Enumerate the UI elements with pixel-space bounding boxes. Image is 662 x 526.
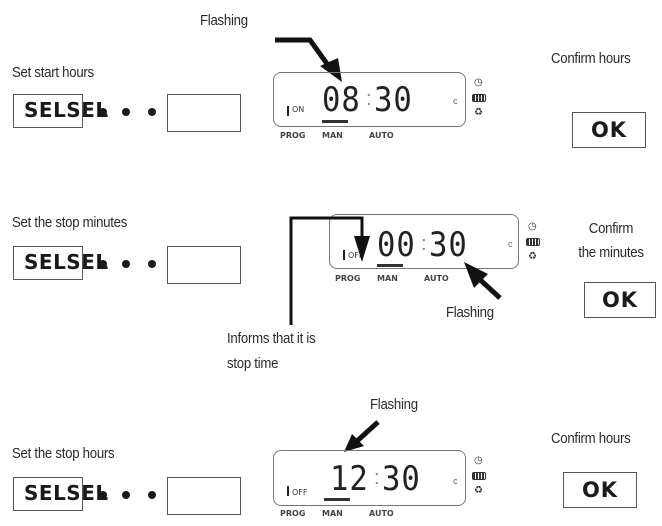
c-icon: c: [453, 96, 458, 106]
ok-button[interactable]: OK: [563, 472, 637, 508]
sel-button[interactable]: [13, 94, 83, 128]
sel-button-label: SELSEL: [24, 481, 109, 505]
lcd-hours: 00: [377, 225, 416, 265]
battery-icon: [472, 472, 486, 480]
mode-auto: AUTO: [369, 131, 394, 140]
clock-icon: ◷: [474, 77, 483, 88]
state-label: ON: [292, 105, 305, 114]
instruction-label: Set the stop minutes: [12, 214, 128, 231]
mode-man: MAN: [377, 274, 398, 283]
dot-icon: [99, 108, 107, 116]
lcd-display: [273, 450, 466, 506]
mode-man: MAN: [322, 131, 343, 140]
mode-auto: AUTO: [369, 509, 394, 518]
selection-underline: [324, 498, 350, 501]
bell-icon: ♻: [474, 107, 483, 118]
mode-prog: PROG: [280, 509, 306, 518]
sel-button-label: SELSEL: [24, 98, 109, 122]
lcd-colon: :: [374, 467, 380, 489]
mode-man: MAN: [322, 509, 343, 518]
bell-icon: ♻: [474, 485, 483, 496]
instruction-label: Set the stop hours: [12, 445, 115, 462]
c-icon: c: [453, 476, 458, 486]
state-indicator: [343, 250, 345, 260]
dot-icon: [122, 108, 130, 116]
confirm-label-line-2: the minutes: [578, 244, 644, 261]
state-indicator: [287, 106, 289, 116]
lcd-minutes: 30: [429, 225, 468, 265]
lcd-minutes: 30: [382, 459, 421, 499]
note-line-2: stop time: [227, 355, 279, 372]
lcd-colon: :: [421, 233, 427, 255]
lcd-minutes: 30: [374, 80, 413, 120]
flashing-annotation: Flashing: [200, 12, 248, 29]
dot-icon: [122, 491, 130, 499]
flashing-annotation: Flashing: [446, 304, 494, 321]
lcd-hours: 12: [330, 459, 369, 499]
state-label: OFF: [348, 251, 364, 260]
bell-icon: ♻: [528, 251, 537, 262]
sel-button[interactable]: [13, 477, 83, 511]
dot-icon: [99, 491, 107, 499]
lcd-hours: 08: [322, 80, 361, 120]
confirm-label: Confirm hours: [551, 50, 631, 67]
mode-auto: AUTO: [424, 274, 449, 283]
empty-button[interactable]: [167, 246, 241, 284]
c-icon: c: [508, 239, 513, 249]
mode-labels: PROG MAN AUTO: [280, 131, 420, 141]
dot-icon: [148, 108, 156, 116]
lcd-display: [273, 72, 466, 127]
state-indicator: [287, 486, 289, 496]
ok-button[interactable]: OK: [572, 112, 646, 148]
confirm-label: Confirm hours: [551, 430, 631, 447]
empty-button[interactable]: [167, 477, 241, 515]
battery-icon: [472, 94, 486, 102]
dot-icon: [148, 491, 156, 499]
sel-button[interactable]: [13, 246, 83, 280]
confirm-label-line-1: Confirm: [588, 220, 634, 237]
battery-icon: [526, 238, 540, 246]
selection-underline: [322, 120, 348, 123]
instruction-label: Set start hours: [12, 64, 94, 81]
ok-button[interactable]: OK: [584, 282, 656, 318]
clock-icon: ◷: [474, 455, 483, 466]
clock-icon: ◷: [528, 221, 537, 232]
flashing-annotation: Flashing: [370, 396, 418, 413]
lcd-colon: :: [366, 88, 372, 110]
empty-button[interactable]: [167, 94, 241, 132]
sel-button-label: SELSEL: [24, 250, 109, 274]
mode-labels: PROG MAN AUTO: [335, 274, 475, 284]
dot-icon: [99, 260, 107, 268]
dot-icon: [148, 260, 156, 268]
mode-prog: PROG: [280, 131, 306, 140]
lcd-display: [329, 214, 519, 269]
selection-underline: [377, 264, 403, 267]
mode-prog: PROG: [335, 274, 361, 283]
mode-labels: PROG MAN AUTO: [280, 509, 420, 519]
dot-icon: [122, 260, 130, 268]
note-line-1: Informs that it is: [227, 330, 316, 347]
state-label: OFF: [292, 488, 308, 497]
